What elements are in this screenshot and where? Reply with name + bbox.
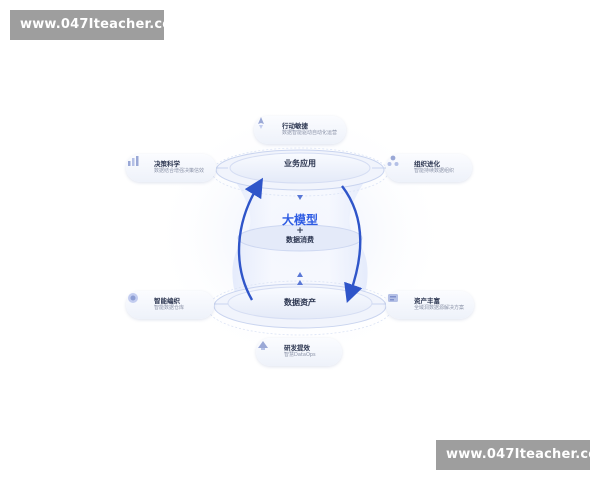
small-arrow-bottom-2 bbox=[297, 280, 303, 285]
card-decision-title: 决策科学 bbox=[154, 160, 180, 169]
card-decision-desc: 数据结合增强决策信效 bbox=[154, 168, 205, 175]
small-arrow-bottom-1 bbox=[297, 272, 303, 277]
card-action-title: 行动敏捷 bbox=[282, 122, 308, 131]
card-smart-desc: 智能数据仓库 bbox=[154, 305, 185, 312]
card-org-title: 组织进化 bbox=[414, 160, 440, 169]
card-smart-title: 智能编织 bbox=[154, 297, 180, 306]
ring-label-bottom: 数据资产 bbox=[284, 298, 316, 307]
org-icon bbox=[387, 155, 408, 176]
center-plus: + bbox=[296, 226, 304, 236]
card-rnd-desc: 智慧DataOps bbox=[284, 352, 316, 359]
ring-label-top: 业务应用 bbox=[284, 159, 316, 168]
card-asset-title: 资产丰富 bbox=[414, 297, 440, 306]
center-title: 大模型 bbox=[281, 213, 318, 227]
card-action-desc: 数据智能驱动自动化运营 bbox=[282, 130, 338, 137]
asset-icon bbox=[388, 294, 408, 313]
center-subtitle: 数据消费 bbox=[286, 236, 314, 244]
dev-icon bbox=[258, 341, 278, 360]
top-disc-inner bbox=[229, 152, 371, 184]
card-org-desc: 智能持续数据组织 bbox=[414, 168, 455, 175]
watermark-top: www.047Iteacher.com bbox=[10, 10, 185, 40]
card-smart: 智能编织 智能数据仓库 bbox=[126, 291, 214, 319]
chart-icon bbox=[128, 156, 148, 176]
up-flow-arrow bbox=[237, 177, 264, 301]
down-flow-arrow bbox=[341, 185, 363, 304]
watermark-bottom: www.047Iteacher.com bbox=[436, 440, 600, 470]
bottom-disc-inner bbox=[227, 286, 373, 320]
card-rnd-title: 研发提效 bbox=[284, 344, 310, 353]
card-action: 行动敏捷 数据智能驱动自动化运营 bbox=[254, 116, 346, 144]
card-asset-desc: 全域洞数据源解决方案 bbox=[414, 305, 465, 312]
rocket-icon bbox=[258, 117, 276, 138]
card-org: 组织进化 智能持续数据组织 bbox=[386, 154, 472, 182]
card-rnd: 研发提效 智慧DataOps bbox=[256, 338, 342, 366]
card-asset: 资产丰富 全域洞数据源解决方案 bbox=[386, 291, 474, 319]
middle-band bbox=[237, 224, 363, 252]
weave-icon bbox=[128, 293, 148, 313]
small-arrow-top bbox=[297, 195, 303, 200]
card-decision: 决策科学 数据结合增强决策信效 bbox=[126, 154, 216, 182]
